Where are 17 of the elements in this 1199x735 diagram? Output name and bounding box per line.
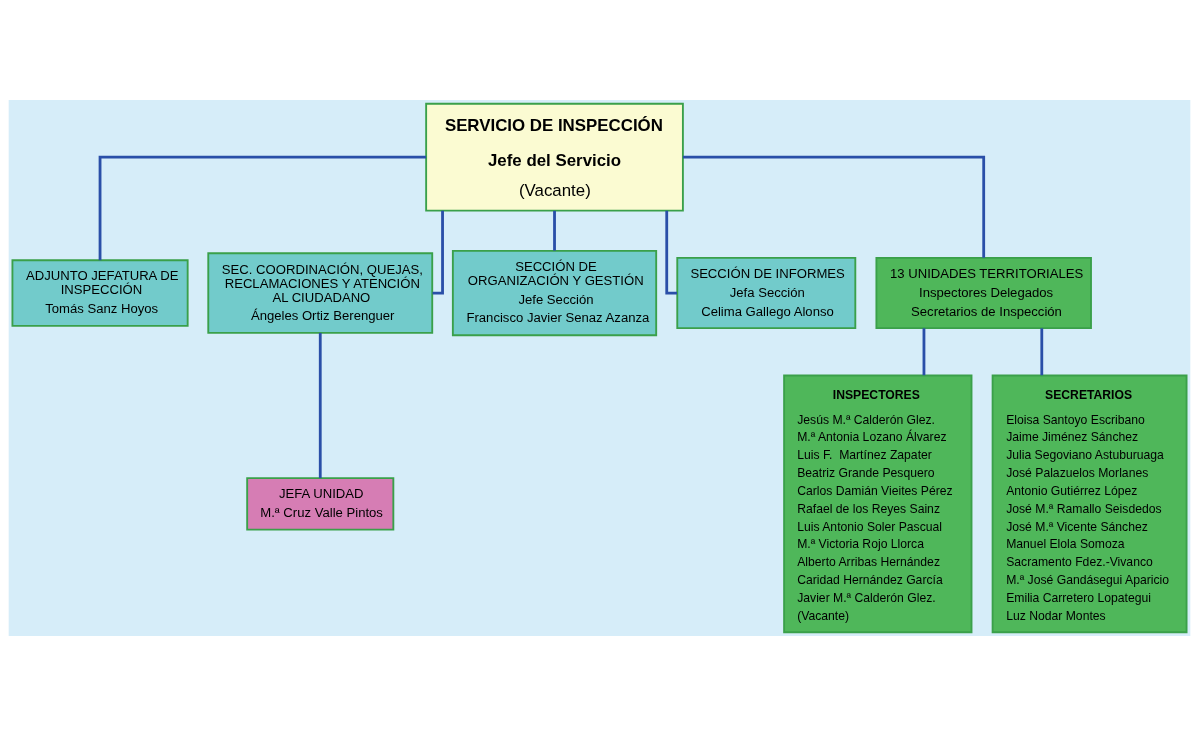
connector — [922, 327, 926, 375]
connector — [1040, 327, 1044, 375]
node-box: 13 UNIDADES TERRITORIALES Inspectores Delegados Secretarios de Inspección — [875, 256, 1092, 329]
connector — [683, 155, 986, 258]
connector — [553, 210, 556, 251]
node-box: SEC. COORDINACIÓN, QUEJAS, RECLAMACIONES Y ATENCIÓN AL CIUDADANO Ángeles Ortiz Berenguer — [207, 251, 434, 334]
connector — [318, 332, 322, 478]
connector — [432, 210, 444, 294]
node-box: SECRETARIOS Eloisa Santoyo Escribano Jaime Jiménez Sánchez Julia Segoviano Astuburuaga José Palazuelos Morlanes Antonio Gutiérrez López José M.ª Ramallo Seisdedos José M.ª Vicente Sánchez Manuel Elola Somoza Sacramento Fdez.-Vivanco M.ª José Gandásegui Aparicio Emilia Carretero Lopategui Luz Nodar Montes — [991, 374, 1188, 633]
connector — [665, 210, 677, 294]
node-box: SECCIÓN DE INFORMES Jefa Sección Celima Gallego Alonso — [676, 256, 857, 329]
node-box: JEFA UNIDAD M.ª Cruz Valle Pintos — [246, 476, 395, 531]
node-box: SERVICIO DE INSPECCIÓN Jefe del Servicio (Vacante) — [425, 102, 684, 211]
node-box: SECCIÓN DE ORGANIZACIÓN Y GESTIÓN Jefe Sección Francisco Javier Senaz Azanza — [451, 249, 658, 336]
node-box: ADJUNTO JEFATURA DE INSPECCIÓN Tomás Sanz Hoyos — [11, 258, 189, 327]
node-box: INSPECTORES Jesús M.ª Calderón Glez. M.ª Antonia Lozano Álvarez Luis F. Martínez Zapater Beatriz Grande Pesquero Carlos Damián Vieites Pérez Rafael de los Reyes Sainz Luis Antonio Soler Pascual M.ª Victoria Rojo Llorca Alberto Arribas Hernández Caridad Hernández García Javier M.ª Calderón Glez. (Vacante) — [783, 374, 973, 633]
connector — [98, 155, 427, 260]
